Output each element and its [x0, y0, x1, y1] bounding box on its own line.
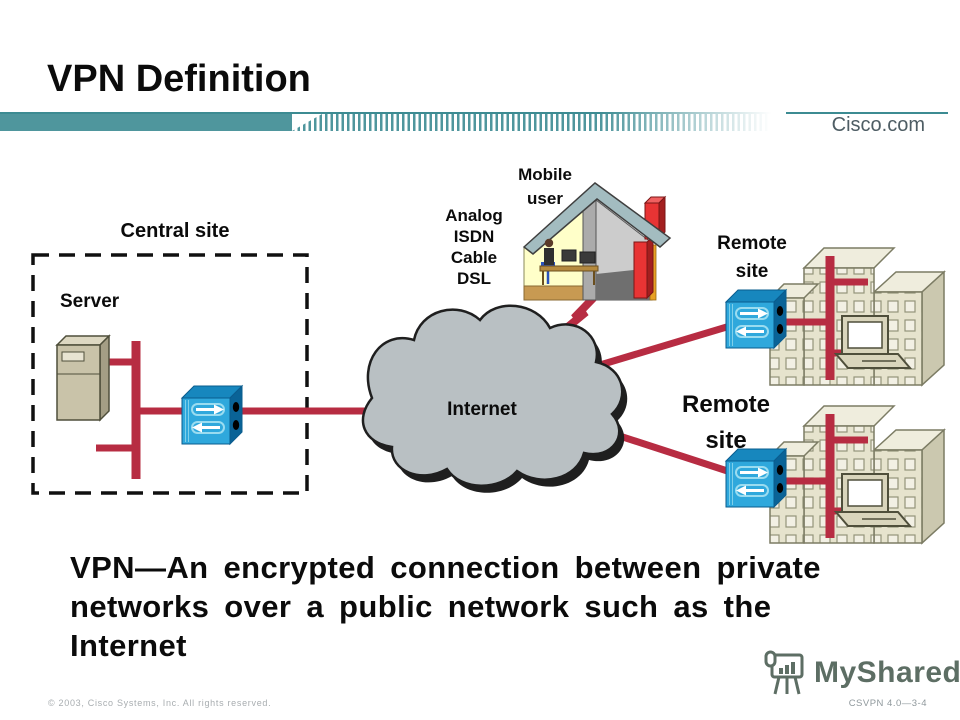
teleworker-icon	[539, 238, 599, 285]
header-accent-line	[0, 112, 948, 114]
remote-site-bottom-line1: Remote	[681, 391, 771, 418]
watermark-text: MyShared	[814, 656, 960, 689]
server-label: Server	[60, 291, 120, 312]
vpn-router-icon	[180, 384, 244, 446]
page-title: VPN Definition	[47, 58, 311, 100]
mobile-user-line2: user	[527, 189, 563, 208]
definition-statement: VPN—An encrypted connection between priv…	[70, 548, 900, 665]
statement-line2: networks over a public network such as t…	[70, 589, 772, 624]
mobile-user-label: Mobile user	[501, 163, 589, 211]
vpn-links	[96, 285, 754, 483]
mobile-user-line1: Mobile	[518, 165, 572, 184]
chimney-icon	[633, 195, 667, 300]
central-site-label: Central site	[120, 220, 230, 242]
remote-site-top-line1: Remote	[717, 233, 787, 254]
statement-line3: Internet	[70, 628, 187, 663]
watermark: MyShared	[764, 650, 960, 696]
remote-site-bottom-line2: site	[705, 427, 747, 454]
server-icon	[55, 334, 111, 422]
central-site-boundary	[31, 253, 309, 495]
internet-label: Internet	[447, 399, 517, 420]
access-methods-label: Analog ISDN Cable DSL	[433, 205, 515, 289]
remote-site-bottom-label: Remote site	[674, 387, 778, 459]
access-isdn: ISDN	[453, 227, 495, 246]
flipchart-icon	[764, 650, 804, 695]
header-accent-fade	[600, 112, 786, 132]
access-analog: Analog	[445, 206, 503, 225]
office-buildings-icon	[770, 406, 944, 543]
internet-cloud-icon	[361, 304, 628, 493]
statement-line1: VPN—An encrypted connection between priv…	[70, 550, 821, 585]
link-cloud-to-remote1	[588, 316, 752, 372]
remote-site-top-line2: site	[735, 261, 769, 282]
course-code-text: CSVPN 4.0—3-4	[848, 698, 927, 709]
copyright-text: © 2003, Cisco Systems, Inc. All rights r…	[48, 698, 272, 708]
vpn-router-icon	[724, 288, 788, 350]
roof	[522, 182, 672, 255]
access-dsl: DSL	[457, 269, 491, 288]
header-accent-bar	[0, 114, 292, 131]
home-office-icon	[522, 182, 672, 301]
brand-text: Cisco.com	[831, 114, 925, 136]
remote-site-top-label: Remote site	[702, 230, 802, 286]
access-cable: Cable	[450, 248, 498, 267]
